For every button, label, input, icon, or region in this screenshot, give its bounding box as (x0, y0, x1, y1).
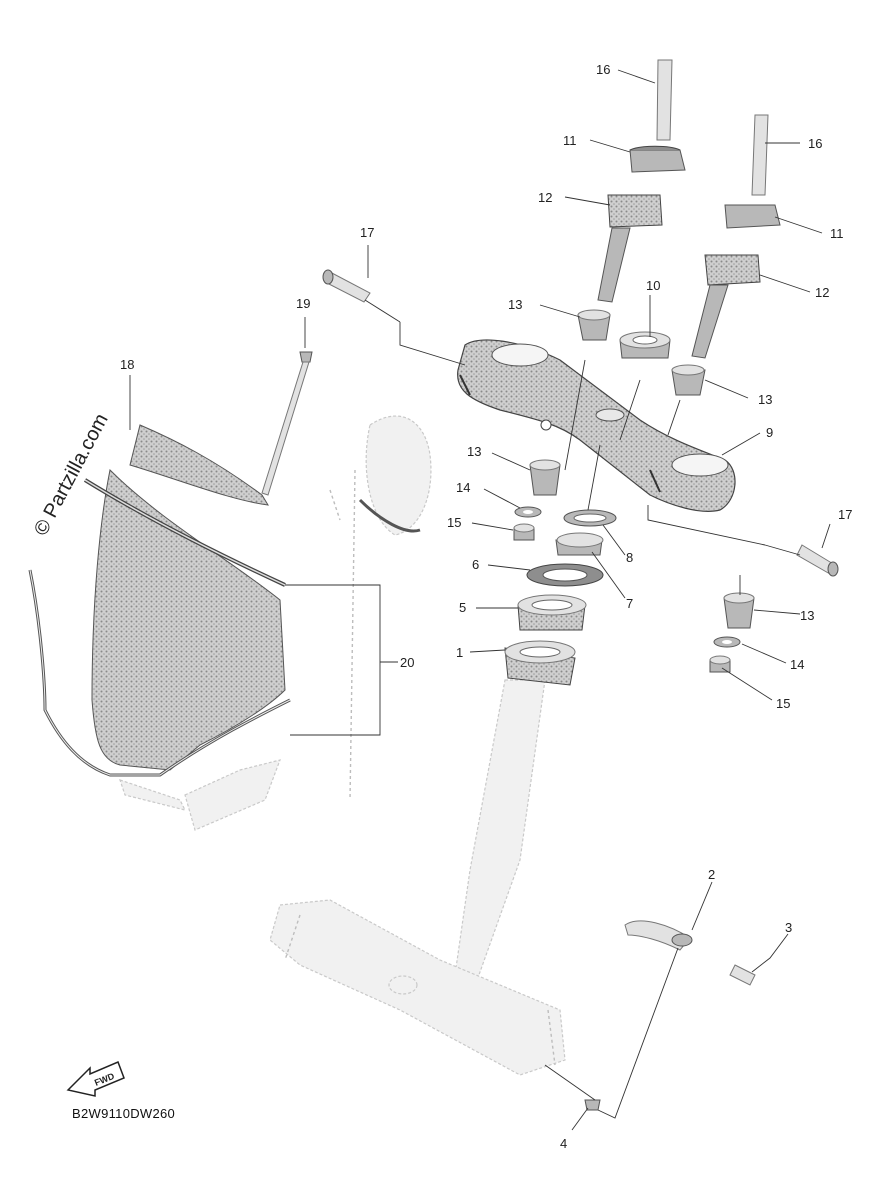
callout-17-left[interactable]: 17 (360, 225, 374, 240)
callout-13-upper-left[interactable]: 13 (508, 297, 522, 312)
callout-18[interactable]: 18 (120, 357, 134, 372)
callout-11-right[interactable]: 11 (830, 226, 844, 241)
callout-14-right[interactable]: 14 (790, 657, 804, 672)
callout-4[interactable]: 4 (560, 1136, 567, 1151)
bearing-stack (504, 509, 617, 686)
callout-1[interactable]: 1 (456, 645, 463, 660)
headlight-cover-18 (28, 415, 432, 831)
dampers-13 (529, 309, 755, 629)
fwd-arrow-icon: FWD (66, 1061, 125, 1097)
callout-9[interactable]: 9 (766, 425, 773, 440)
callout-6[interactable]: 6 (472, 557, 479, 572)
callout-12-left[interactable]: 12 (538, 190, 552, 205)
lower-bracket-ghost (269, 679, 566, 1076)
collar-10 (619, 331, 671, 359)
callout-13-lower-left[interactable]: 13 (467, 444, 481, 459)
callout-7[interactable]: 7 (626, 596, 633, 611)
callout-8[interactable]: 8 (626, 550, 633, 565)
washers-nuts (513, 506, 741, 673)
callout-5[interactable]: 5 (459, 600, 466, 615)
diagram-code: B2W9110DW260 (72, 1106, 175, 1121)
callout-13-upper-right[interactable]: 13 (758, 392, 772, 407)
handlebar-holder-left (597, 59, 686, 303)
callout-10[interactable]: 10 (646, 278, 660, 293)
cable-guide-2 (584, 920, 756, 1111)
handlebar-holder-right (691, 114, 781, 359)
bolt-19 (261, 351, 313, 496)
upper-bracket-9 (457, 339, 736, 512)
callout-15-left[interactable]: 15 (447, 515, 461, 530)
callout-2[interactable]: 2 (708, 867, 715, 882)
callout-12-right[interactable]: 12 (815, 285, 829, 300)
callout-13-lower-right[interactable]: 13 (800, 608, 814, 623)
callout-11-left[interactable]: 11 (563, 133, 577, 148)
callout-14-left[interactable]: 14 (456, 480, 470, 495)
pinch-bolts-17 (322, 269, 839, 577)
callout-17-right[interactable]: 17 (838, 507, 852, 522)
callouts: 16 11 12 16 11 12 13 10 13 9 17 17 19 18… (120, 62, 852, 1151)
leader-lines (129, 69, 831, 1131)
callout-20[interactable]: 20 (400, 655, 414, 670)
callout-19[interactable]: 19 (296, 296, 310, 311)
callout-15-right[interactable]: 15 (776, 696, 790, 711)
watermark-text: © Partzilla.com (30, 410, 113, 539)
callout-16-right[interactable]: 16 (808, 136, 822, 151)
callout-3[interactable]: 3 (785, 920, 792, 935)
callout-16-top[interactable]: 16 (596, 62, 610, 77)
